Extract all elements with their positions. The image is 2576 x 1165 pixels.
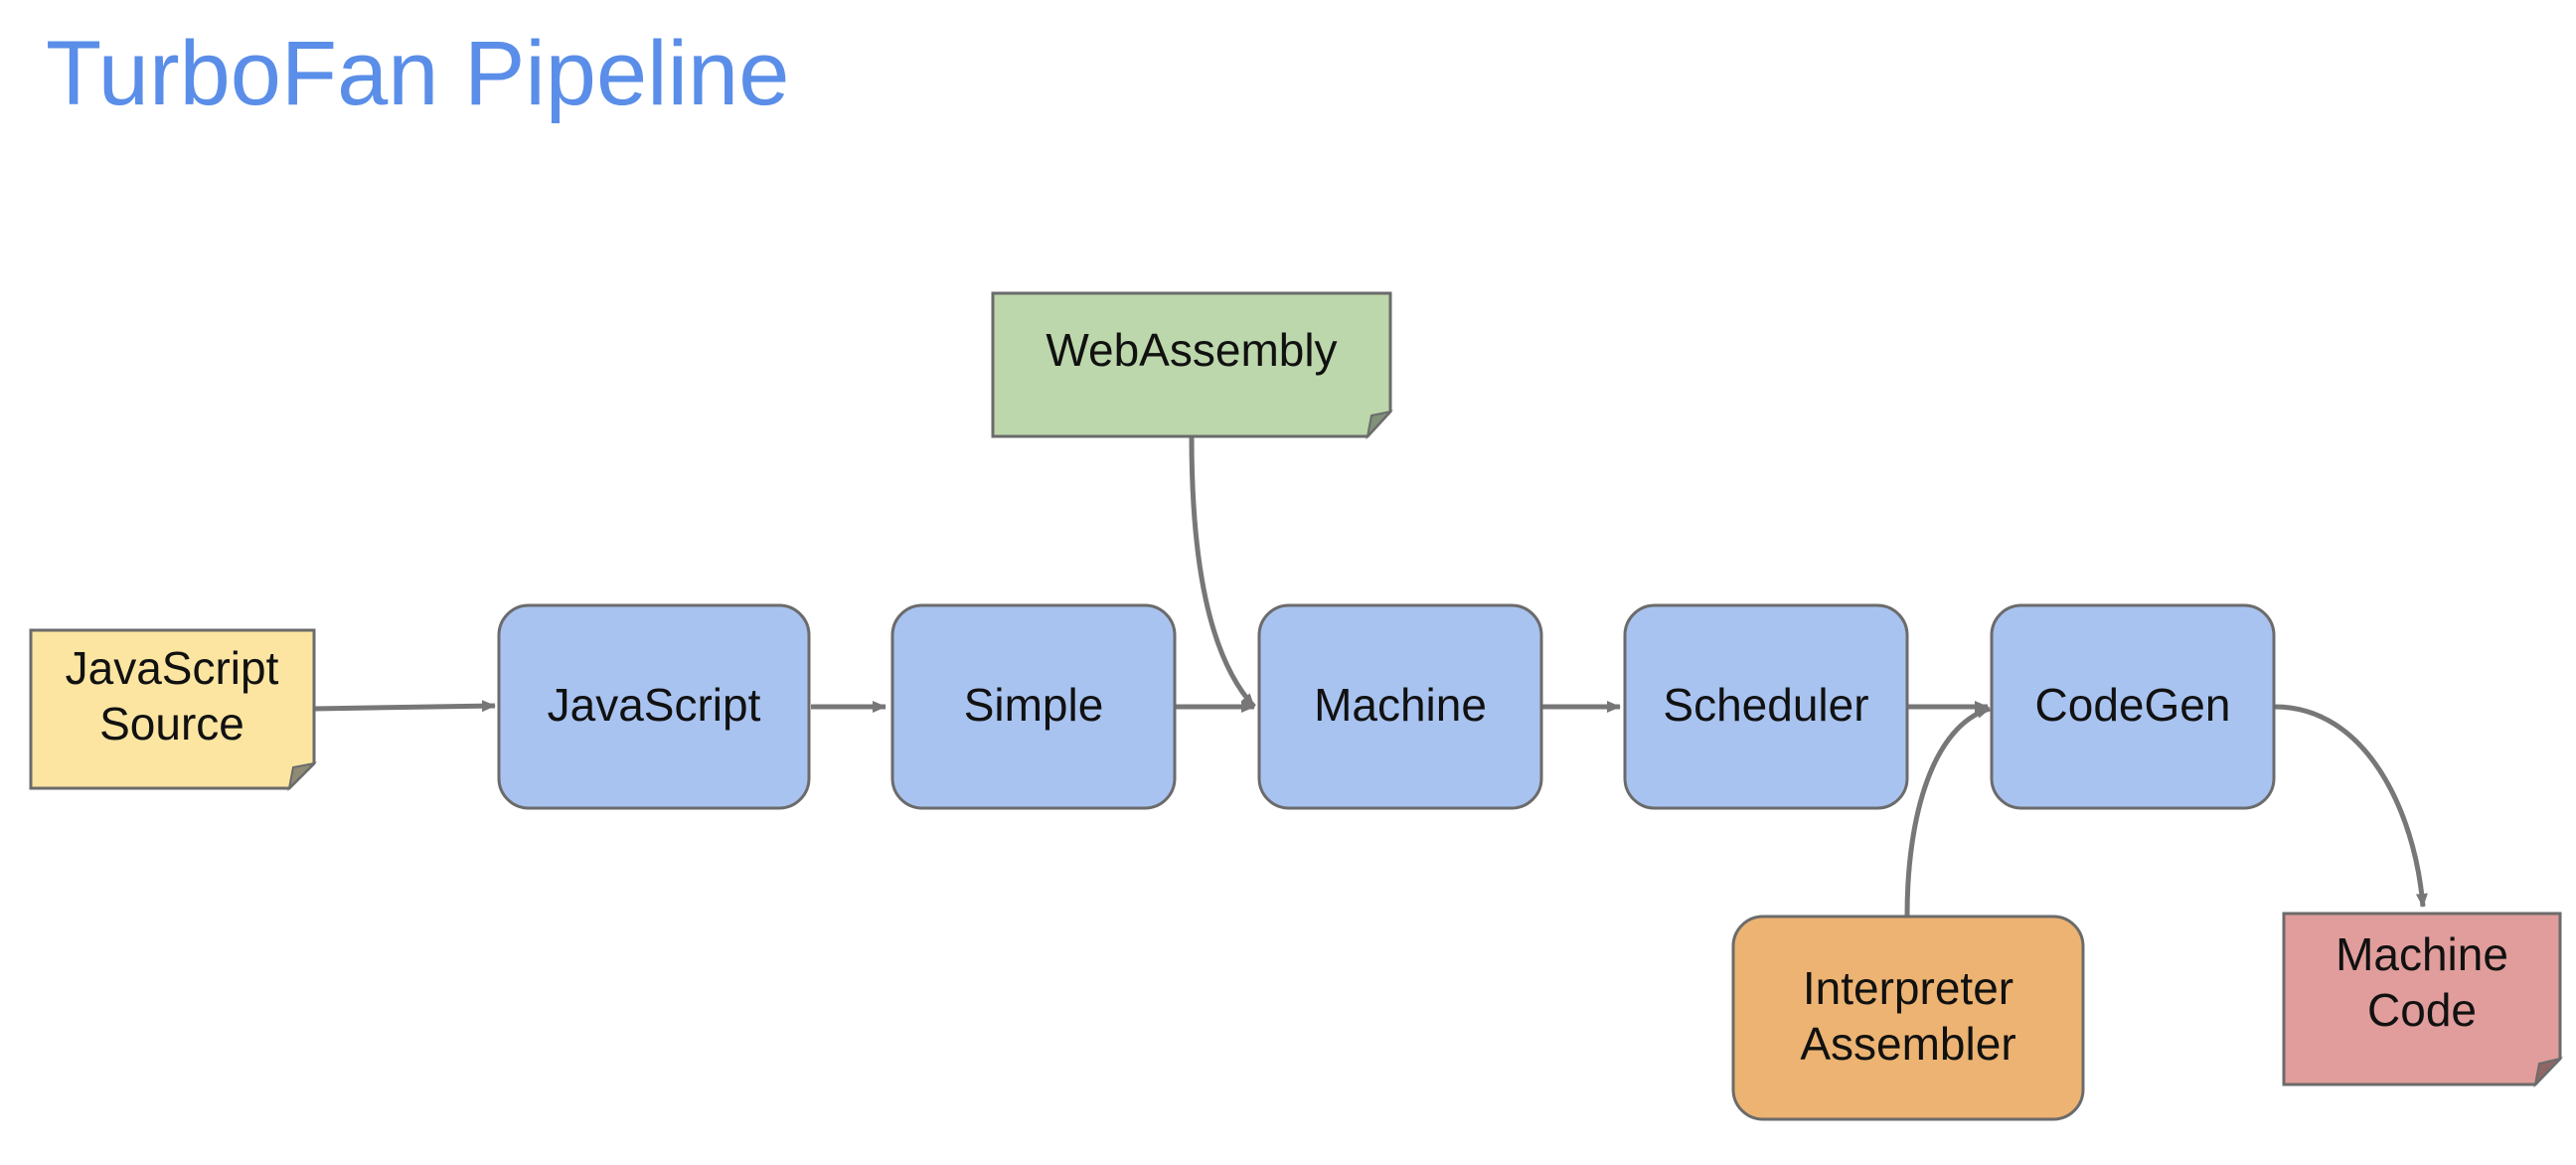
node-codegen-label: CodeGen	[2035, 679, 2231, 731]
node-scheduler-label: Scheduler	[1663, 679, 1868, 731]
node-javascript[interactable]: JavaScript	[497, 603, 811, 810]
page-title: TurboFan Pipeline	[46, 23, 790, 124]
node-webassembly-label: WebAssembly	[1046, 324, 1337, 376]
node-machine-code-label-2: Code	[2367, 984, 2477, 1036]
node-scheduler-shape	[1623, 603, 1909, 810]
node-simple-label: Simple	[964, 679, 1104, 731]
node-javascript-source[interactable]: JavaScript Source	[29, 628, 318, 792]
node-interpreter-assembler-label-1: Interpreter	[1803, 962, 2013, 1014]
node-machine-code-label-1: Machine	[2335, 928, 2508, 980]
node-simple-shape	[890, 603, 1177, 810]
edge-codegen-to-machine-code	[2274, 704, 2428, 908]
node-interpreter-assembler-label-2: Assembler	[1800, 1018, 2015, 1070]
node-machine-shape	[1257, 603, 1543, 810]
node-machine-code[interactable]: Machine Code	[2282, 912, 2564, 1088]
node-interpreter-assembler-shape	[1731, 915, 2085, 1121]
edge-webassembly-to-machine	[1189, 435, 1256, 709]
node-codegen-shape	[1990, 603, 2276, 810]
edges	[313, 435, 2428, 916]
edge-interpreter-to-codegen	[1904, 706, 1991, 916]
note-fold-icon	[287, 761, 318, 792]
node-interpreter-assembler[interactable]: Interpreter Assembler	[1731, 915, 2085, 1121]
node-webassembly[interactable]: WebAssembly	[991, 291, 1393, 440]
node-codegen[interactable]: CodeGen	[1990, 603, 2276, 810]
node-javascript-source-label-1: JavaScript	[66, 642, 279, 694]
note-fold-icon	[2533, 1057, 2564, 1088]
node-javascript-shape	[497, 603, 811, 810]
node-simple[interactable]: Simple	[890, 603, 1177, 810]
edge-source-to-javascript	[313, 700, 496, 713]
node-javascript-label: JavaScript	[548, 679, 761, 731]
node-scheduler[interactable]: Scheduler	[1623, 603, 1909, 810]
node-machine[interactable]: Machine	[1257, 603, 1543, 810]
note-fold-icon	[1366, 410, 1393, 440]
node-machine-label: Machine	[1314, 679, 1487, 731]
node-javascript-source-label-2: Source	[99, 698, 244, 749]
